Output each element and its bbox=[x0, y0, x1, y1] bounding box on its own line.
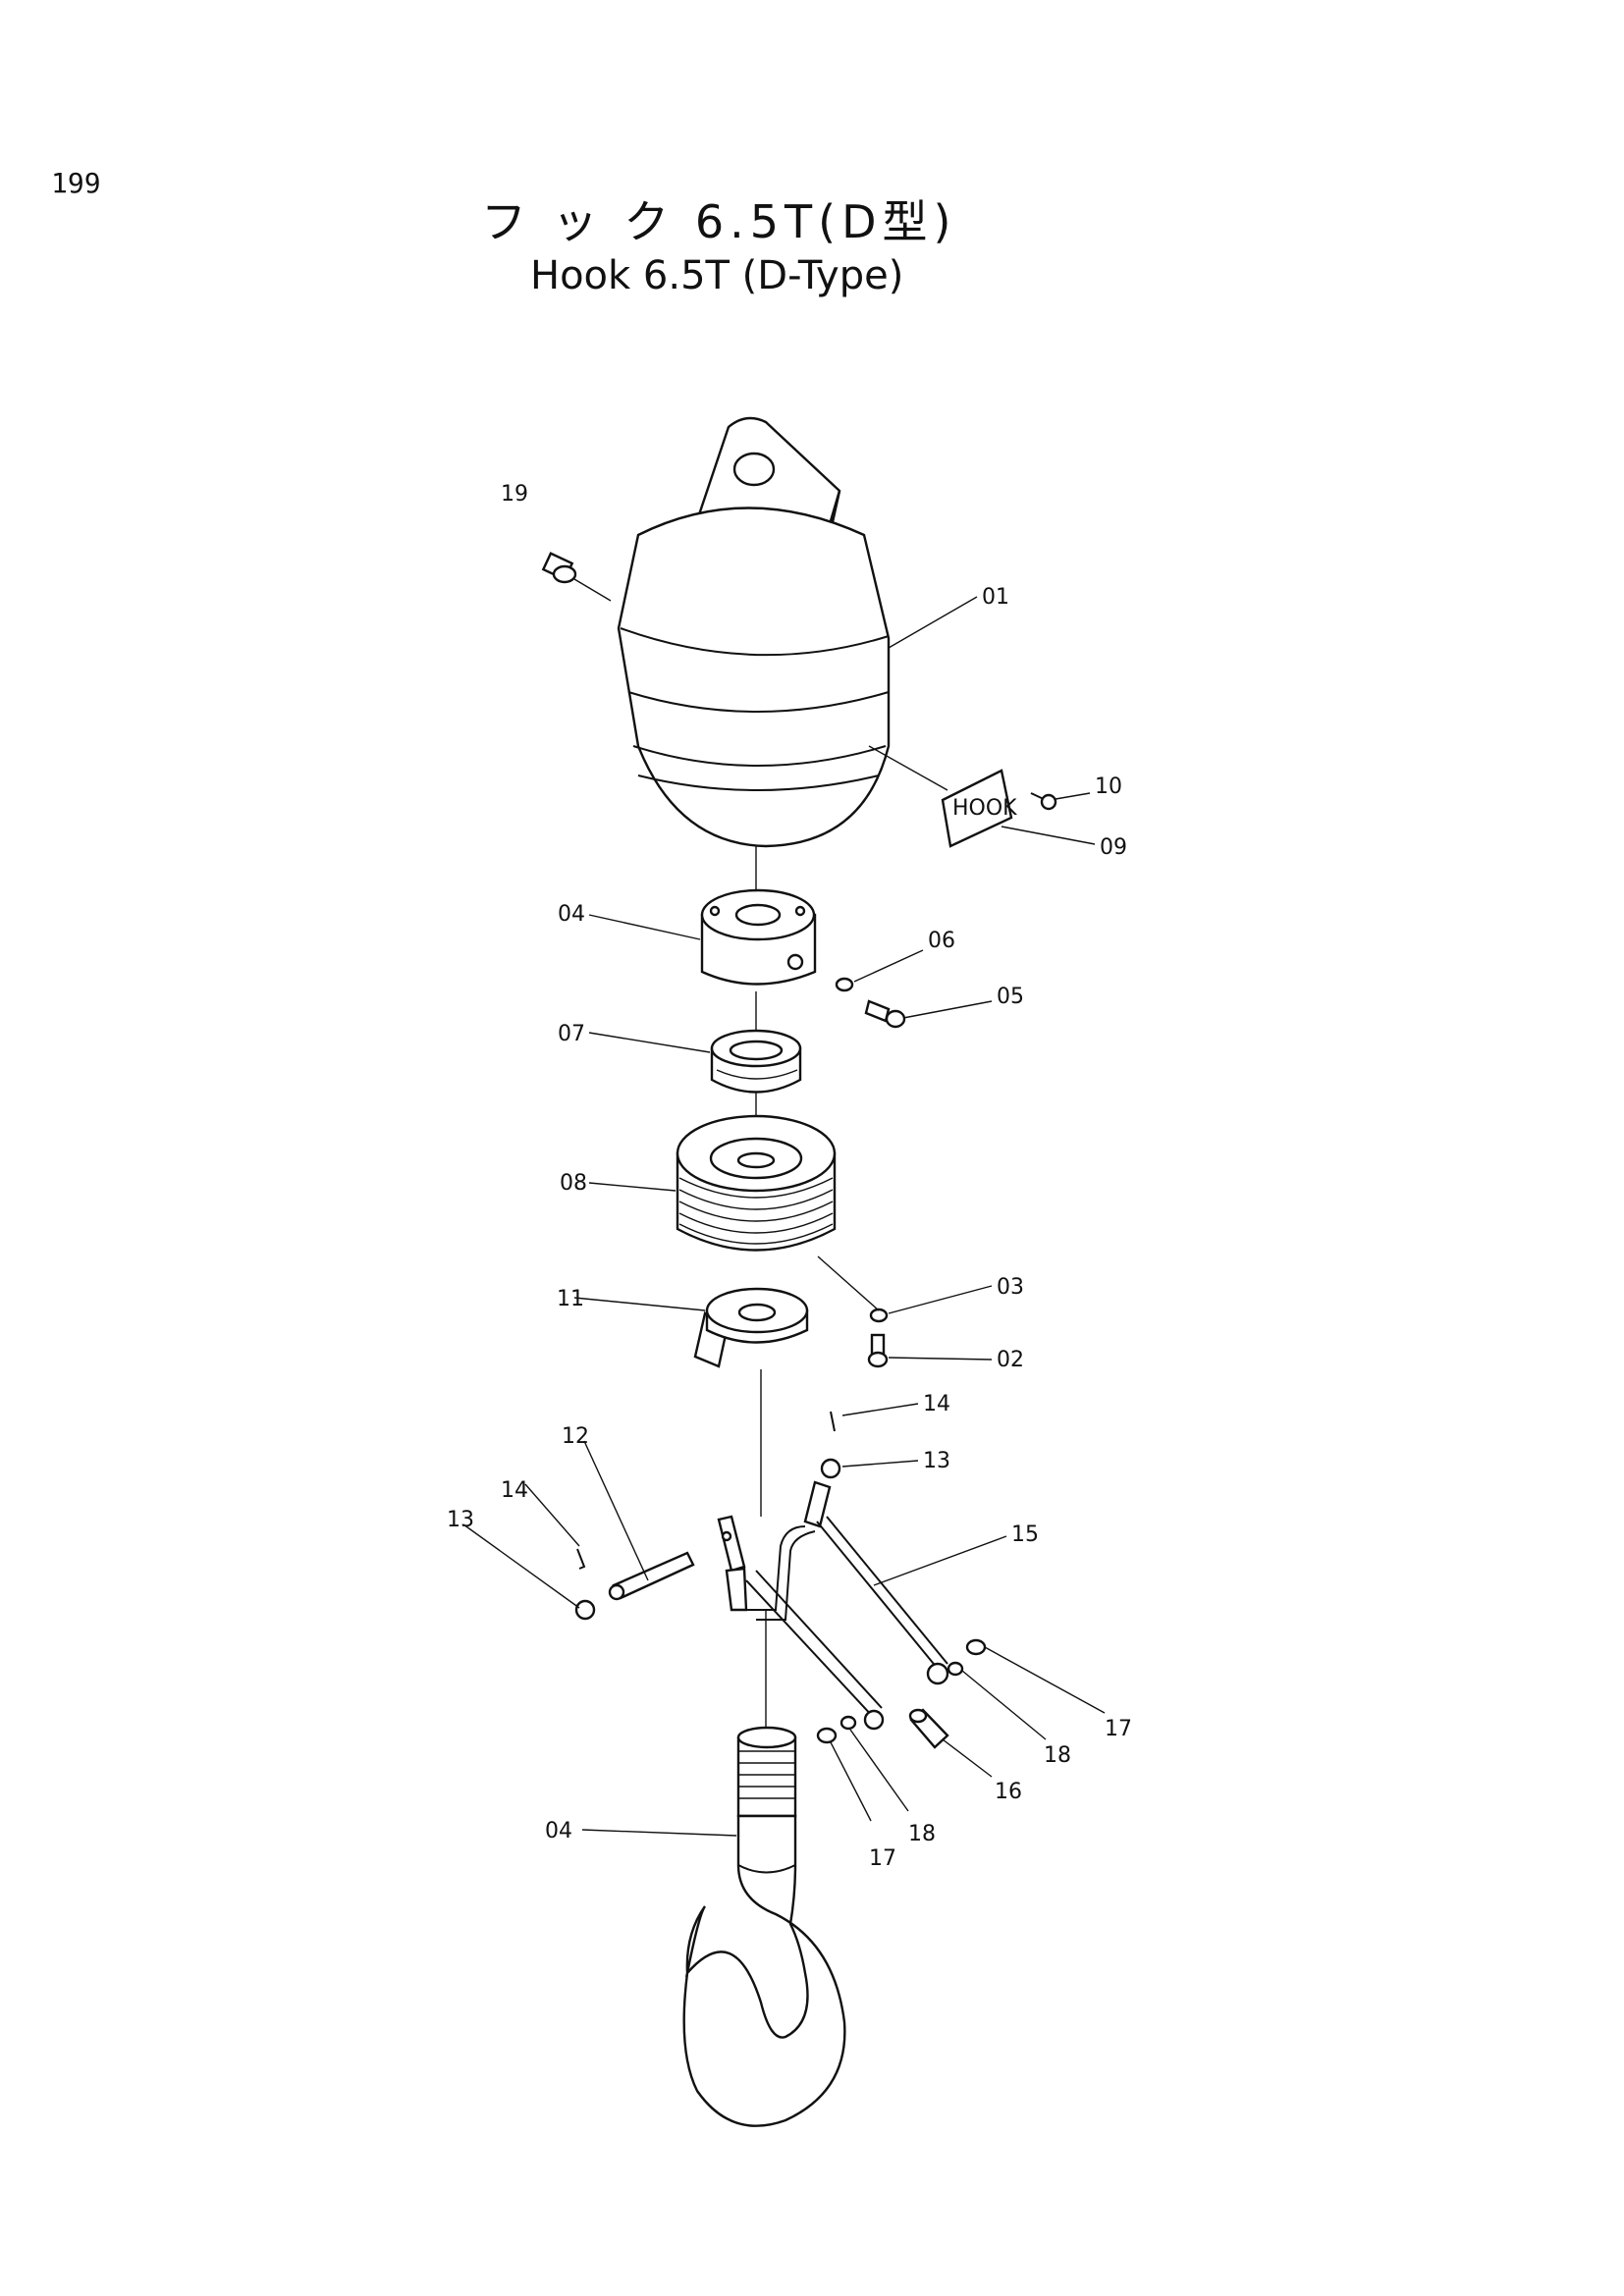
part-17-bolt-left bbox=[816, 1727, 838, 1744]
callout-07: 07 bbox=[558, 1022, 585, 1046]
part-callouts: 19 01 10 09 04 06 05 07 08 03 11 02 14 1… bbox=[447, 482, 1132, 1871]
part-13-nut-top bbox=[820, 1458, 841, 1479]
part-15-latch-bracket bbox=[717, 1480, 949, 1731]
part-14-cotter-pin-left bbox=[576, 1548, 586, 1570]
callout-03: 03 bbox=[997, 1275, 1024, 1300]
callout-04-nut: 04 bbox=[558, 902, 585, 927]
part-08-sheave bbox=[676, 1114, 837, 1252]
callout-14-top: 14 bbox=[923, 1392, 950, 1416]
part-19-plug bbox=[541, 552, 577, 584]
part-07-thrust-bearing bbox=[710, 1029, 802, 1094]
part-18-washer-right bbox=[947, 1661, 964, 1677]
callout-04-hook: 04 bbox=[545, 1819, 572, 1843]
callout-13-top: 13 bbox=[923, 1449, 950, 1473]
page-number: 199 bbox=[51, 167, 101, 199]
part-06-washer bbox=[835, 977, 854, 992]
page-title-english: Hook 6.5T (D-Type) bbox=[530, 253, 904, 298]
callout-09: 09 bbox=[1100, 835, 1127, 860]
part-12-pin bbox=[608, 1551, 695, 1601]
nameplate-label: HOOK bbox=[952, 796, 1017, 821]
part-05-bolt bbox=[864, 999, 906, 1029]
callout-18-left: 18 bbox=[908, 1822, 936, 1846]
part-02-bolt bbox=[867, 1333, 889, 1368]
callout-08: 08 bbox=[560, 1171, 587, 1196]
part-04-nut bbox=[700, 888, 817, 986]
part-13-nut-left bbox=[574, 1599, 596, 1621]
callout-05: 05 bbox=[997, 985, 1024, 1009]
callout-13-left: 13 bbox=[447, 1508, 474, 1532]
part-11-retainer bbox=[693, 1287, 809, 1368]
callout-17-right: 17 bbox=[1105, 1717, 1132, 1741]
part-04-hook bbox=[682, 1726, 846, 2127]
part-09-nameplate: HOOK bbox=[941, 769, 1017, 848]
part-18-washer-left bbox=[839, 1715, 857, 1731]
callout-19: 19 bbox=[501, 482, 528, 507]
callout-15: 15 bbox=[1011, 1522, 1039, 1547]
leader-lines bbox=[462, 578, 1106, 1837]
callout-11: 11 bbox=[557, 1287, 584, 1311]
part-03-washer bbox=[869, 1308, 889, 1323]
callout-02: 02 bbox=[997, 1348, 1024, 1372]
callout-10: 10 bbox=[1095, 774, 1122, 799]
part-16-pin bbox=[908, 1708, 949, 1749]
callout-18-right: 18 bbox=[1044, 1743, 1071, 1768]
callout-14-left: 14 bbox=[501, 1478, 528, 1503]
callout-01: 01 bbox=[982, 585, 1009, 610]
part-10-screw bbox=[1030, 792, 1057, 811]
callout-12: 12 bbox=[562, 1424, 589, 1449]
hook-block-housing bbox=[617, 416, 891, 848]
callout-06: 06 bbox=[928, 929, 955, 953]
callout-17-left: 17 bbox=[869, 1846, 896, 1871]
part-14-cotter-pin-top bbox=[830, 1411, 836, 1432]
part-17-bolt-right bbox=[965, 1638, 987, 1656]
page-title-japanese: フ ッ ク 6.5T(D型) bbox=[481, 195, 957, 248]
callout-16: 16 bbox=[995, 1780, 1022, 1804]
